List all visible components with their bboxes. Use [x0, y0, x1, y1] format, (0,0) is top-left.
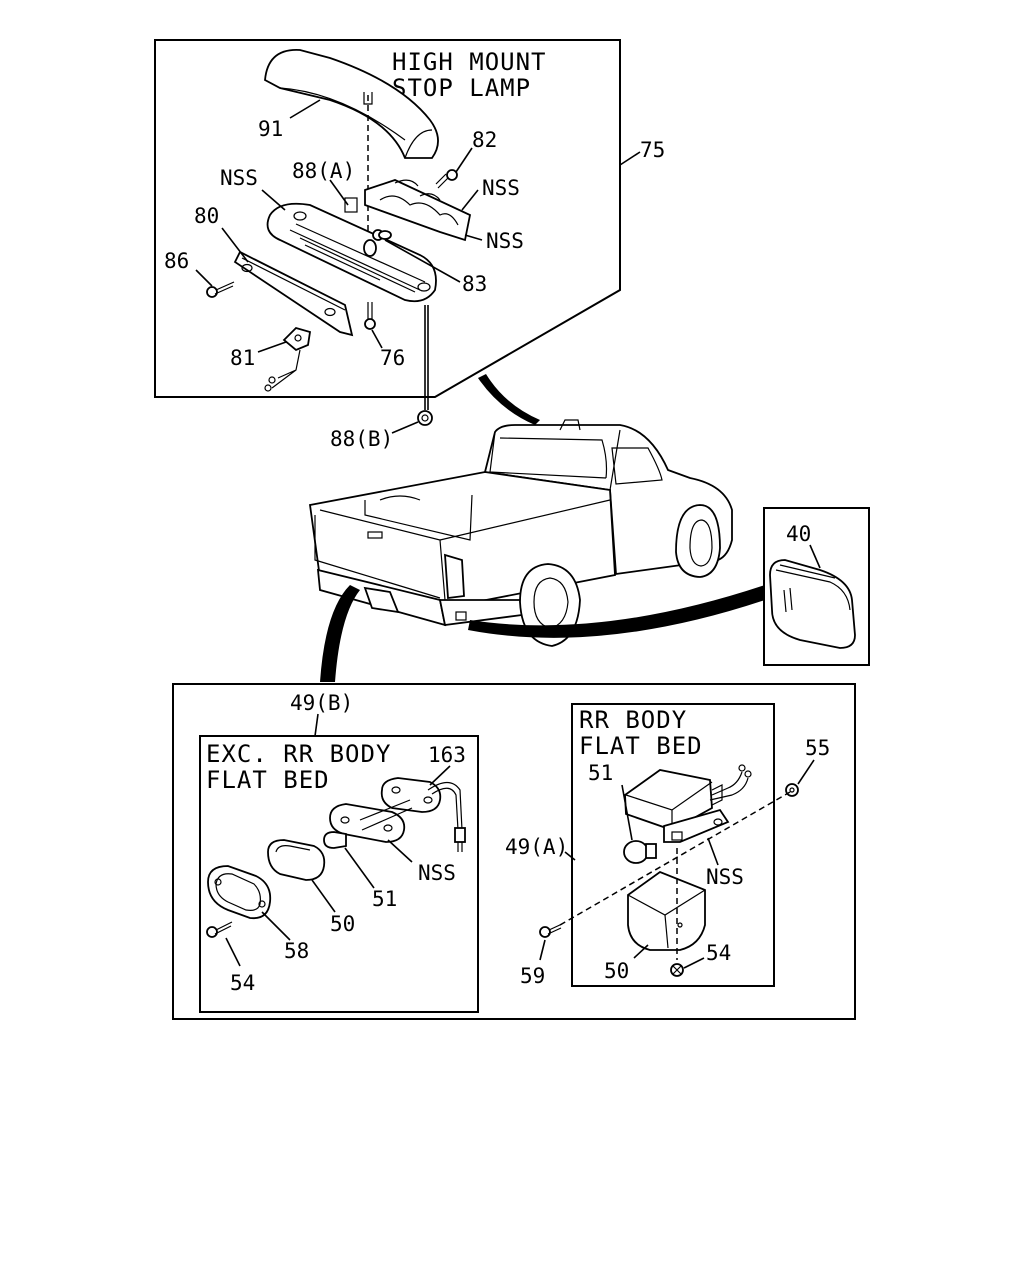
nut-54-right — [670, 963, 684, 977]
side-marker-40 — [769, 559, 856, 649]
callout-49b: 49(B) — [290, 691, 353, 715]
callout-88b: 88(B) — [330, 427, 393, 451]
pointer-roof — [478, 374, 540, 425]
screw-55 — [785, 783, 799, 797]
callout-75: 75 — [640, 138, 665, 162]
callout-54-right: 54 — [706, 941, 731, 965]
callout-54-left: 54 — [230, 971, 255, 995]
callout-82: 82 — [472, 128, 497, 152]
callout-55: 55 — [805, 736, 830, 760]
callout-nss-e: NSS — [706, 865, 744, 889]
title-exc-rr-body: EXC. RR BODY — [206, 740, 391, 768]
pickup-truck — [308, 419, 733, 647]
rr-body-frame — [571, 703, 775, 987]
rim-58 — [207, 865, 272, 920]
callout-58: 58 — [284, 939, 309, 963]
title-stop-lamp: STOP LAMP — [392, 74, 531, 102]
pointer-license — [320, 585, 360, 682]
title-high-mount: HIGH MOUNT — [392, 48, 547, 76]
lamp-housing — [266, 202, 437, 303]
title-flat-bed-left: FLAT BED — [206, 766, 330, 794]
callout-40: 40 — [786, 522, 811, 546]
cover-91 — [264, 49, 439, 159]
callout-50-left: 50 — [330, 912, 355, 936]
socket-plate — [329, 799, 413, 843]
lens-50-left — [267, 839, 326, 881]
side-marker-frame — [763, 507, 870, 666]
callout-nss-d: NSS — [418, 861, 456, 885]
callout-83: 83 — [462, 272, 487, 296]
callout-50-right: 50 — [604, 959, 629, 983]
harness-81 — [264, 326, 312, 392]
lens-80 — [233, 250, 354, 337]
callout-51-right: 51 — [588, 761, 613, 785]
nut-88b — [417, 410, 433, 426]
callout-80: 80 — [194, 204, 219, 228]
reflector — [344, 179, 472, 242]
callout-nss-a: NSS — [220, 166, 258, 190]
callout-nss-b: NSS — [482, 176, 520, 200]
screw-54-left — [206, 921, 233, 938]
callout-nss-c: NSS — [486, 229, 524, 253]
callout-76: 76 — [380, 346, 405, 370]
high-mount-frame — [154, 39, 621, 398]
bulb-51-left — [323, 831, 347, 849]
screw-82 — [435, 169, 458, 189]
lamp-housing-right — [624, 764, 752, 831]
screw-59 — [539, 923, 563, 938]
callout-49a: 49(A) — [505, 835, 568, 859]
screw-76 — [364, 302, 376, 330]
callout-91: 91 — [258, 117, 283, 141]
bracket-right — [663, 808, 730, 843]
socket-base — [380, 765, 466, 852]
callout-88a: 88(A) — [292, 159, 355, 183]
cover-50-right — [627, 870, 706, 951]
callout-81: 81 — [230, 346, 255, 370]
callout-86: 86 — [164, 249, 189, 273]
pointer-side-marker — [468, 585, 765, 638]
title-rr-body: RR BODY — [579, 706, 687, 734]
callout-51-left: 51 — [372, 887, 397, 911]
license-lamp-frame — [172, 683, 856, 1020]
title-flat-bed-right: FLAT BED — [579, 732, 703, 760]
callout-163: 163 — [428, 743, 466, 767]
exc-rr-body-frame — [199, 735, 479, 1013]
bulb-51-right — [623, 840, 657, 864]
screw-86 — [206, 281, 235, 298]
callout-59: 59 — [520, 964, 545, 988]
